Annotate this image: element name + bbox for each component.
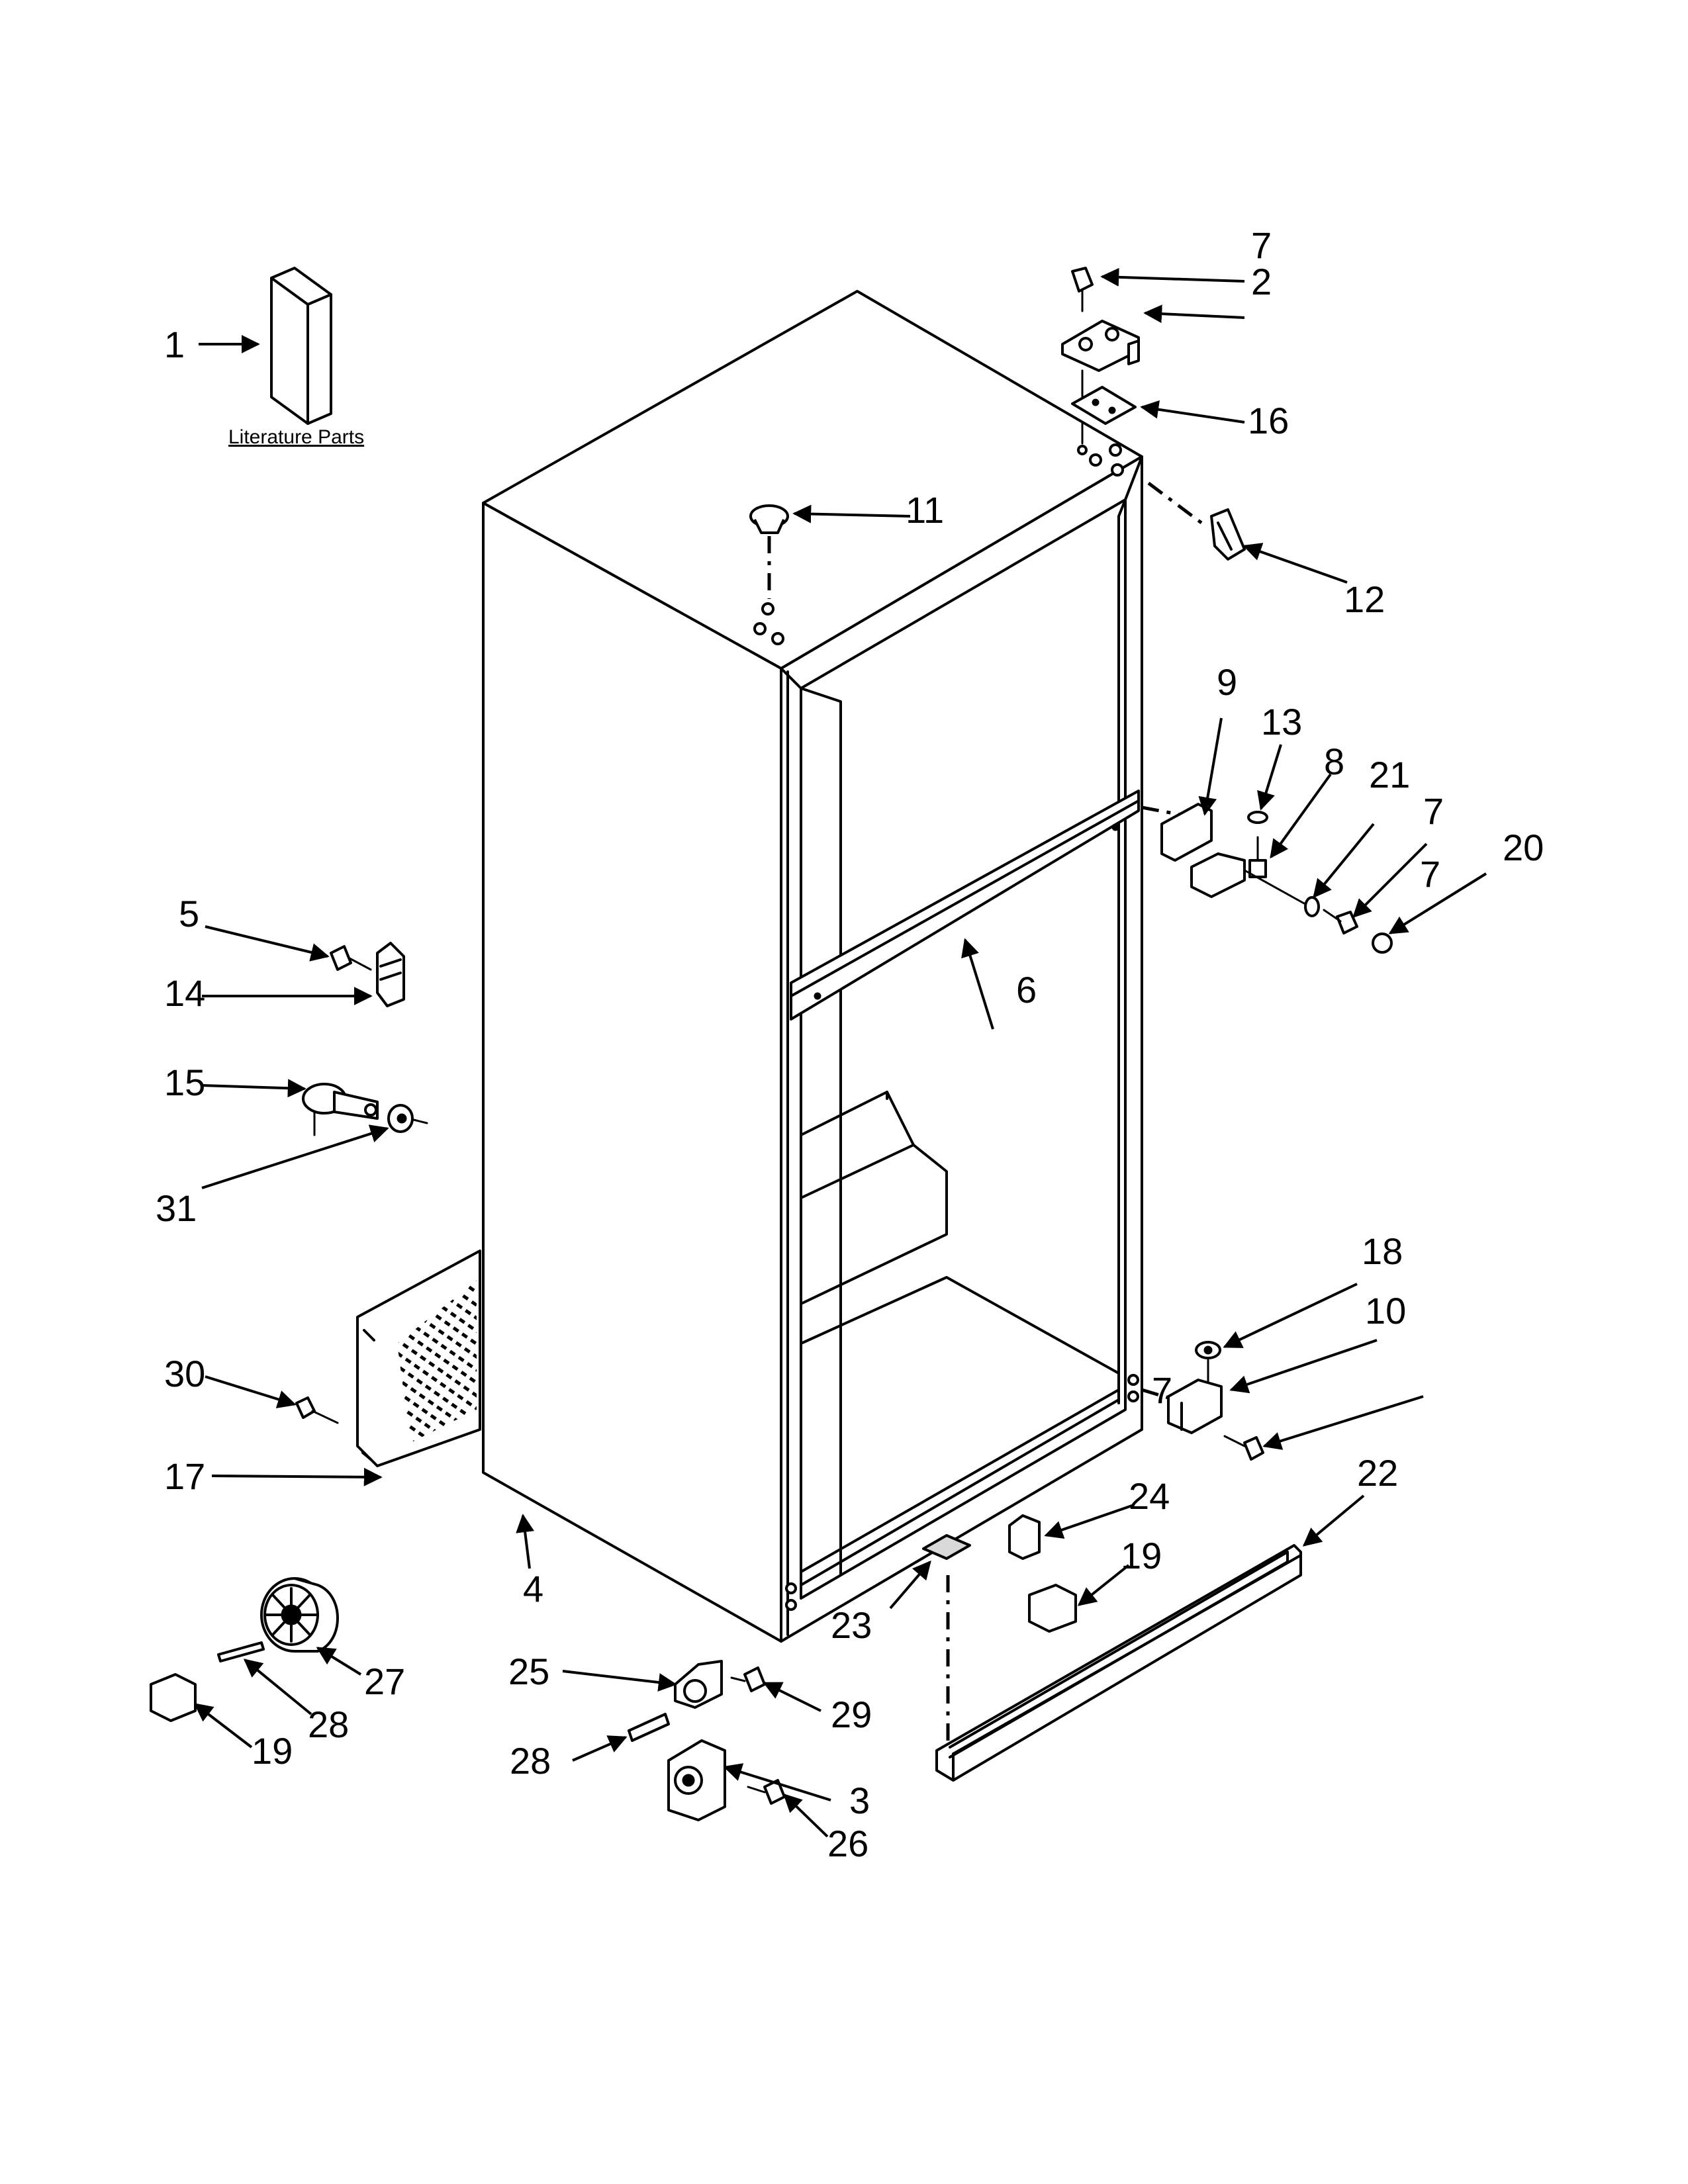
clip-part-24 (1008, 1514, 1041, 1560)
cabinet-part (482, 290, 1143, 1643)
callout-18: 18 (1362, 1230, 1403, 1272)
bottom-hinge-part (1141, 1341, 1264, 1461)
rear-panel-part (356, 1250, 481, 1467)
callout-9: 9 (1217, 661, 1237, 703)
callout-11: 11 (906, 489, 944, 531)
callout-28: 28 (510, 1740, 551, 1782)
callout-15: 15 (164, 1062, 205, 1103)
callout-7: 7 (1152, 1369, 1172, 1411)
literature-book-part (270, 267, 332, 425)
callout-19: 19 (1121, 1535, 1162, 1576)
callout-26: 26 (827, 1823, 868, 1864)
plug-cap-part (749, 504, 789, 599)
callout-28: 28 (308, 1704, 349, 1745)
wheel-part-27 (217, 1577, 339, 1662)
callout-labels: 1234567777891011121314151617181919202122… (156, 224, 1544, 1864)
callout-17: 17 (164, 1455, 205, 1497)
callout-20: 20 (1503, 827, 1544, 868)
callout-3: 3 (849, 1780, 870, 1821)
divider-bar-part (790, 790, 1140, 1021)
callout-13: 13 (1261, 701, 1302, 743)
callout-12: 12 (1344, 578, 1385, 620)
top-hinge-part (1061, 267, 1140, 455)
callout-30: 30 (164, 1353, 205, 1394)
callout-22: 22 (1357, 1452, 1398, 1494)
leader-lines (193, 267, 1487, 1838)
callout-5: 5 (179, 893, 199, 934)
literature-parts-label: Literature Parts (228, 426, 364, 448)
roller-bracket-part (628, 1660, 786, 1821)
callout-7: 7 (1251, 224, 1272, 266)
callout-6: 6 (1016, 969, 1037, 1011)
pad-part-23 (922, 1534, 971, 1747)
toe-grille-part (935, 1544, 1302, 1782)
callout-24: 24 (1129, 1475, 1170, 1517)
callout-10: 10 (1365, 1290, 1406, 1332)
callout-1: 1 (164, 324, 185, 365)
callout-23: 23 (831, 1604, 872, 1646)
callout-25: 25 (508, 1651, 549, 1692)
callout-4: 4 (523, 1568, 543, 1610)
foot-pad-part (150, 1584, 1077, 1722)
roller-pin-part (302, 1083, 428, 1136)
callout-2: 2 (1251, 261, 1272, 302)
callout-29: 29 (831, 1694, 872, 1735)
callout-31: 31 (156, 1187, 197, 1229)
callout-7: 7 (1420, 853, 1440, 895)
callout-16: 16 (1248, 400, 1289, 441)
callout-27: 27 (364, 1661, 405, 1702)
callout-8: 8 (1324, 741, 1344, 782)
clip-part-12 (1147, 482, 1246, 561)
callout-14: 14 (164, 972, 205, 1014)
callout-21: 21 (1369, 754, 1410, 796)
latch-part-14 (330, 942, 405, 1007)
center-hinge-part (1141, 803, 1393, 954)
callout-7: 7 (1423, 790, 1444, 832)
callout-19: 19 (252, 1730, 293, 1772)
screw-part-30 (295, 1396, 339, 1424)
